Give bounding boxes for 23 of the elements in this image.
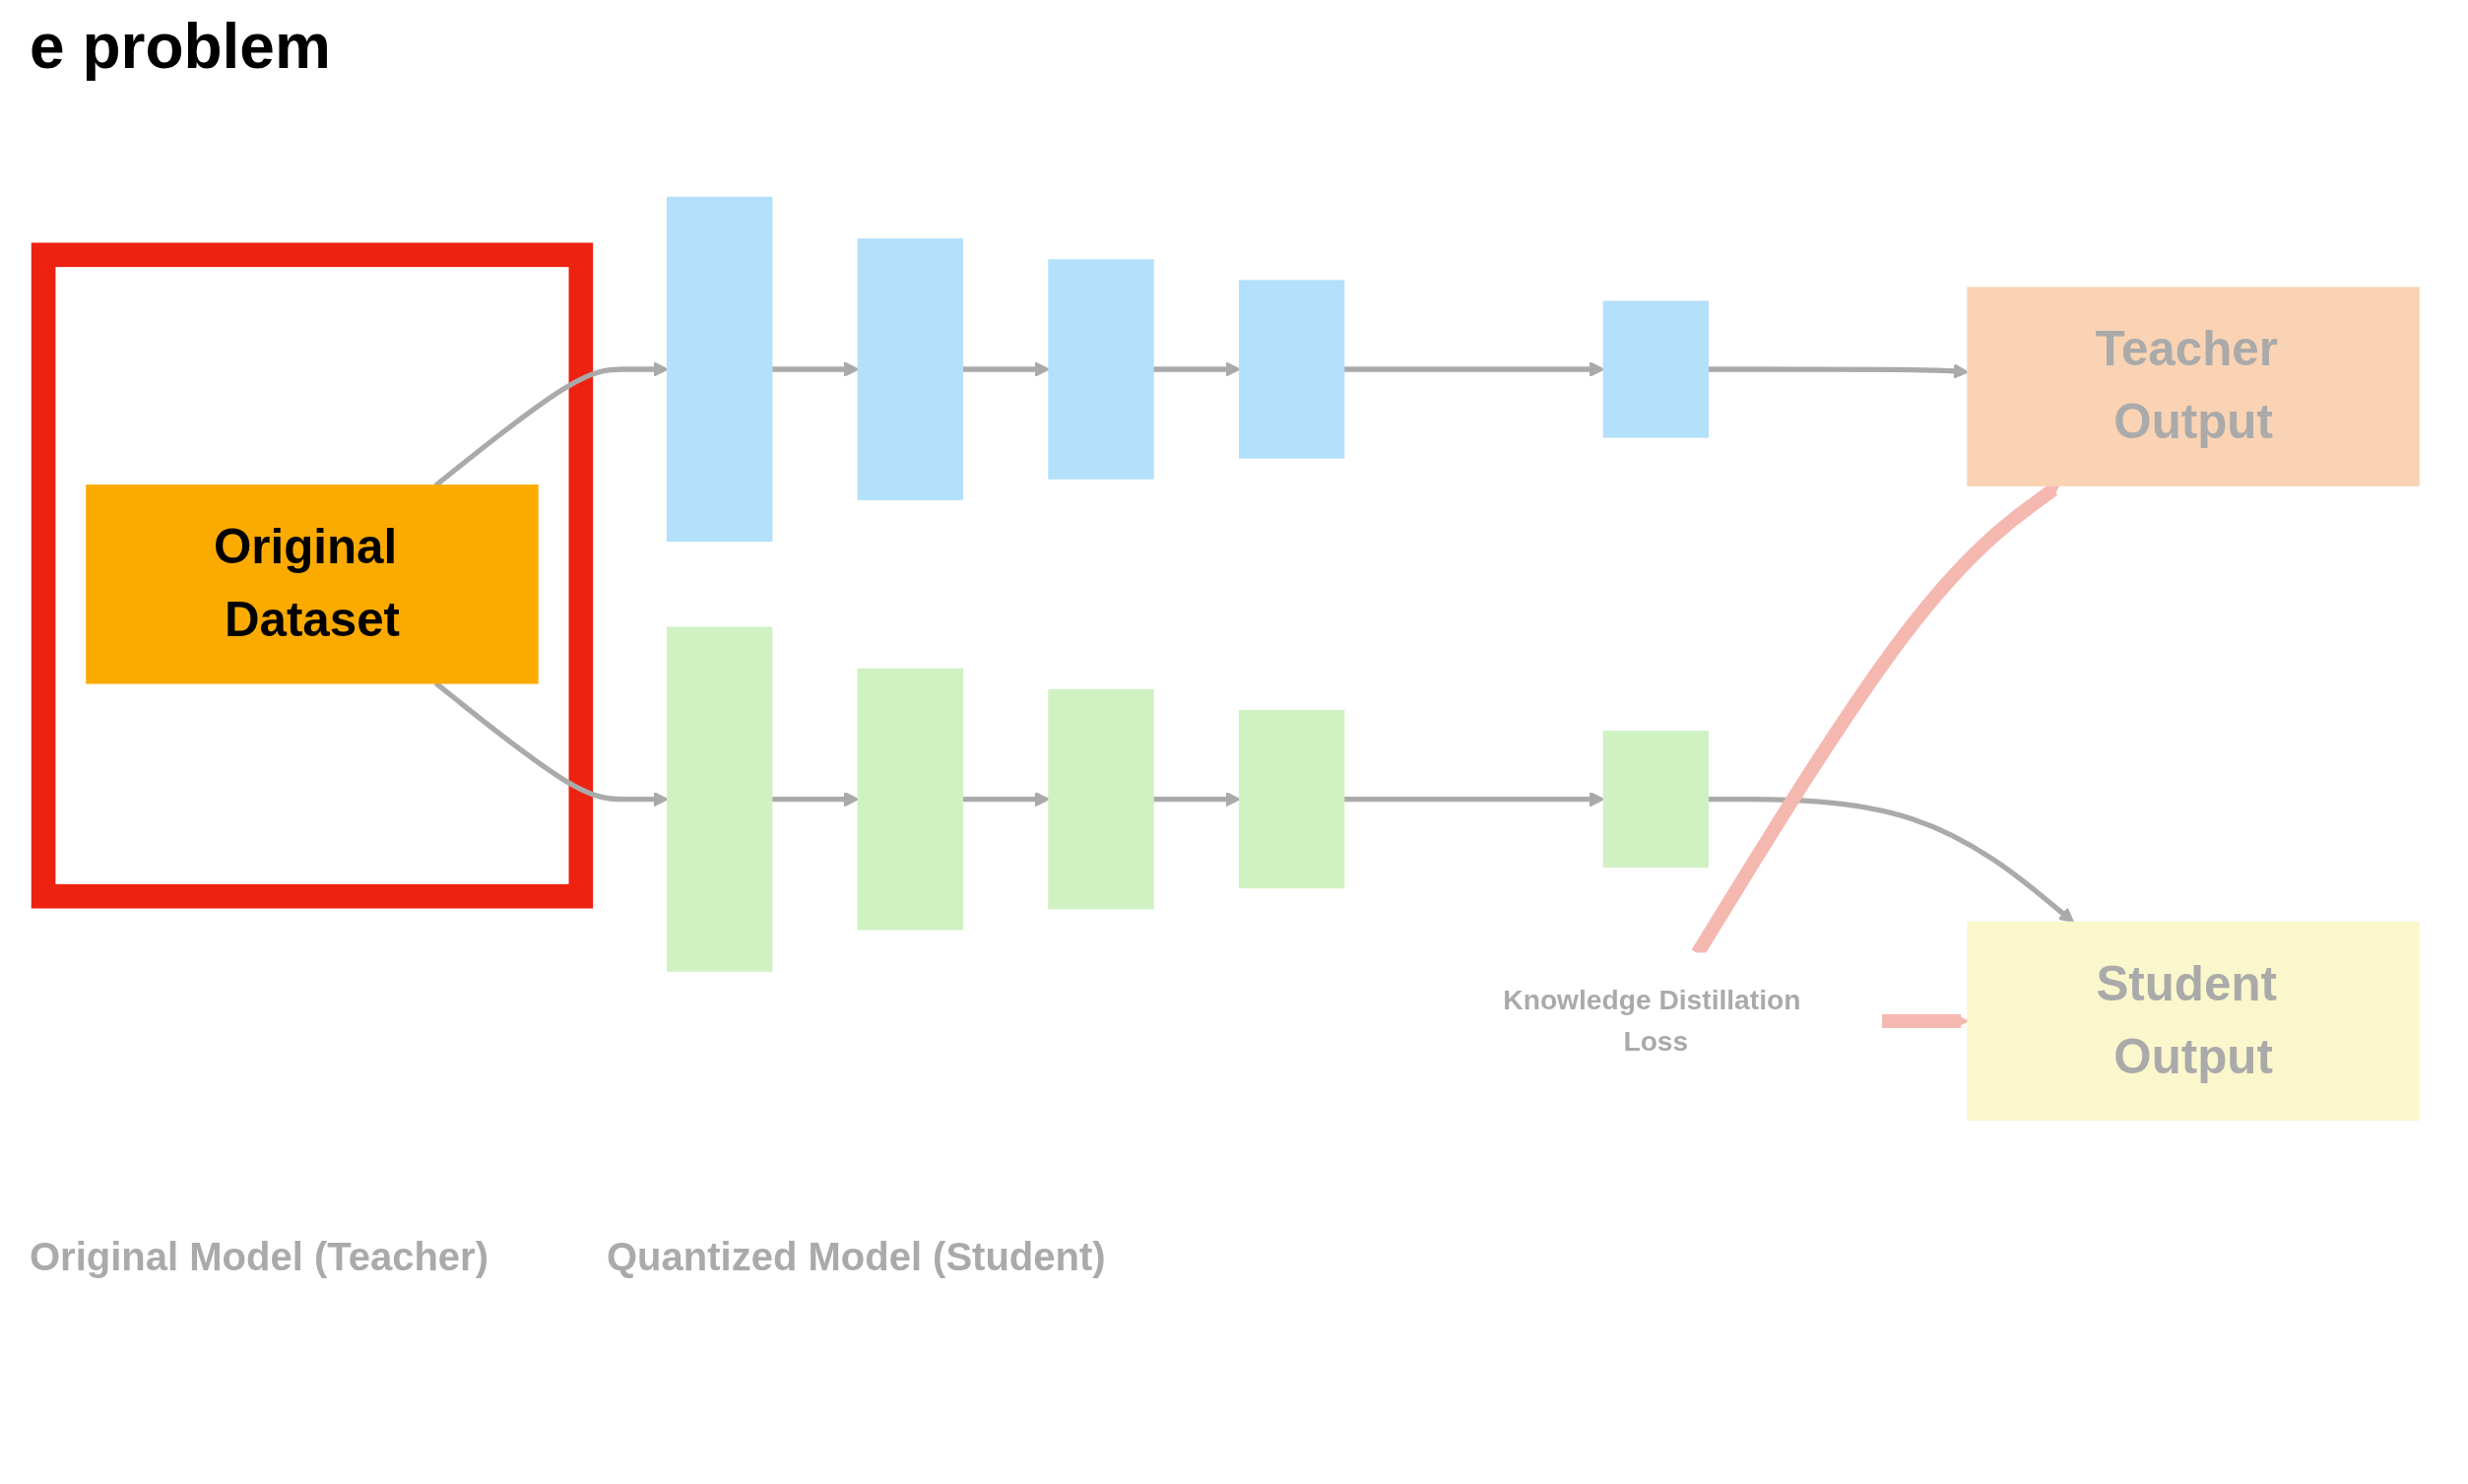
arrow [962,361,1050,377]
node-bar [857,238,963,500]
node-bar [666,196,773,543]
arrow [1708,796,2075,924]
arrow [1708,363,1969,379]
model-caption: Quantized Model (Student) [607,1235,1106,1279]
node-bar [1048,259,1154,480]
node-bar [857,668,963,931]
title: e problem [30,10,332,83]
node-bar [1048,688,1154,910]
node-box: Student Output [1967,921,2420,1122]
cluster [31,242,594,909]
node-bar [1602,300,1709,438]
node-bar [666,626,773,972]
node-bar [1238,280,1345,459]
node-box: Original Dataset [86,484,539,684]
node-text: Knowledge Distillation Loss [1503,984,1801,1057]
model-caption: Original Model (Teacher) [30,1235,488,1279]
node-bar [1238,709,1345,889]
arrow [962,791,1050,807]
node-box: Teacher Output [1967,287,2420,486]
node-bar [1602,731,1709,869]
arrow [1881,1013,1969,1029]
